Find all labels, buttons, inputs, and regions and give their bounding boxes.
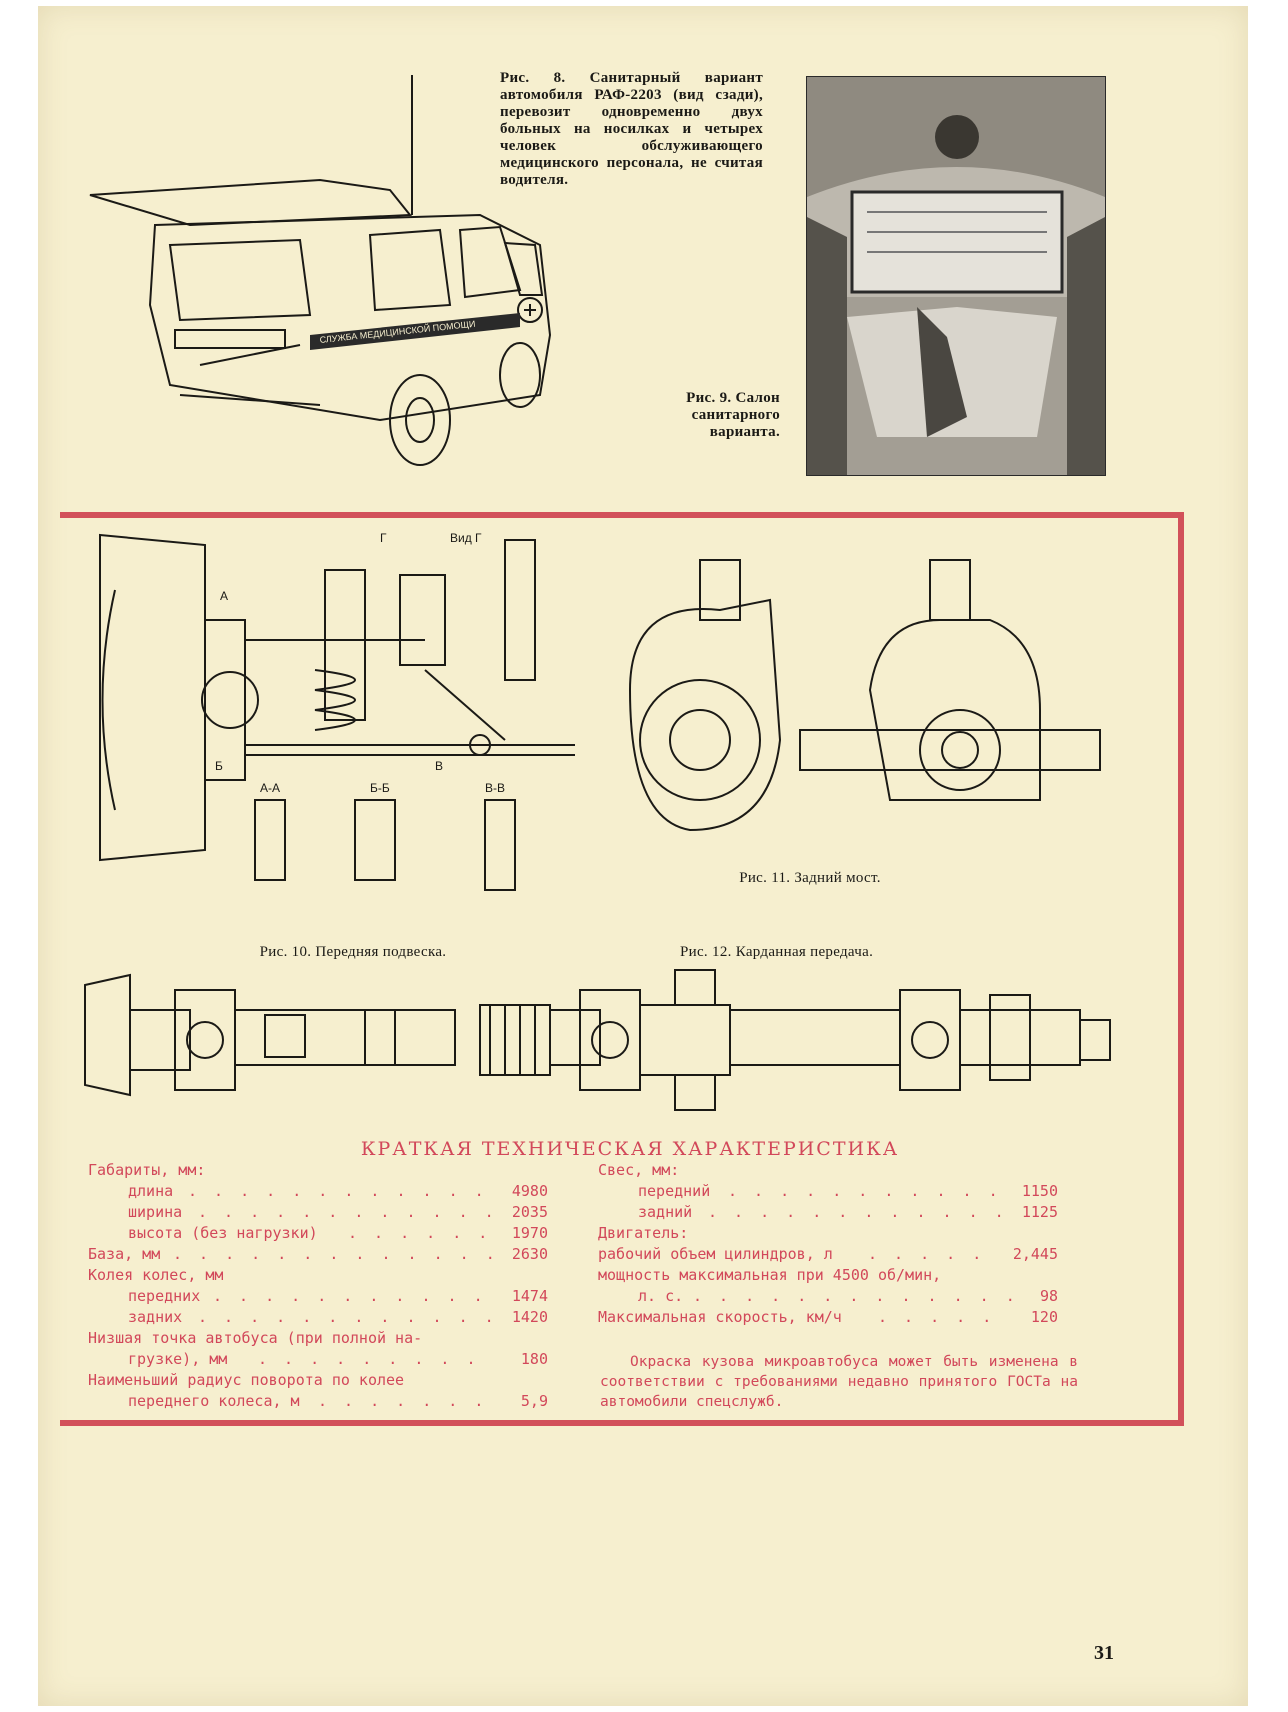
leader-dots: . . . . . . . . . . . .	[318, 1392, 493, 1410]
label-section-bb: Б-Б	[370, 781, 390, 795]
leader-dots: . . . . . . . . . . . . . . . . . .	[258, 1350, 493, 1368]
spec-label: переднего колеса, м	[128, 1392, 300, 1410]
spec-value: 98	[1039, 1287, 1058, 1305]
spec-label: Низшая точка автобуса (при полной на-	[88, 1329, 423, 1347]
leader-dots: . . . . . . . . . .	[348, 1224, 493, 1242]
spec-value: 5,9	[520, 1392, 548, 1410]
spec-row: передний . . . . . . . . . . . . . . . .…	[598, 1181, 1058, 1201]
spec-label: л. с.	[638, 1287, 684, 1305]
leader-dots: . . . . . . . . . . . . . . . . . . . . …	[728, 1182, 1003, 1200]
spec-label: мощность максимальная при 4500 об/мин,	[598, 1266, 942, 1284]
leader-dots: . . . . . . . . . . . . . . . . . . . . …	[188, 1182, 493, 1200]
spec-label: длина	[128, 1182, 174, 1200]
spec-row: Габариты, мм:	[88, 1160, 548, 1180]
spec-label: грузке), мм	[128, 1350, 228, 1368]
spec-label: передний	[638, 1182, 711, 1200]
spec-row: грузке), мм . . . . . . . . . . . . . . …	[88, 1349, 548, 1369]
spec-row: задних . . . . . . . . . . . . . . . . .…	[88, 1307, 548, 1327]
figure-9-caption: Рис. 9. Салон санитарного варианта.	[686, 390, 780, 440]
spec-value: 2630	[511, 1245, 548, 1263]
spec-value: 2,445	[1012, 1245, 1058, 1263]
technical-drawings-frame	[60, 512, 1184, 1426]
spec-row: Низшая точка автобуса (при полной на-	[88, 1328, 548, 1348]
figure-9-photo	[806, 76, 1106, 476]
spec-row: высота (без нагрузки) . . . . . . . . . …	[88, 1223, 548, 1243]
spec-row: л. с. . . . . . . . . . . . . . . . . . …	[598, 1286, 1058, 1306]
rear-axle-drawing	[628, 559, 1101, 832]
spec-value: 2035	[511, 1203, 548, 1221]
spec-label: задних	[128, 1308, 183, 1326]
spec-label: Свес, мм:	[598, 1161, 680, 1179]
spec-label: рабочий объем цилиндров, л	[598, 1245, 833, 1263]
spec-value: 1420	[511, 1308, 548, 1326]
leader-dots: . . . . . . . . . . . . . . . . . . . . …	[198, 1308, 493, 1326]
leader-dots: . . . . . . . . . . . . . . . . . . . . …	[693, 1287, 1018, 1305]
spec-label: Наименьший радиус поворота по колее	[88, 1371, 405, 1389]
label-view-g: Вид Г	[450, 531, 482, 545]
specs-right-column: Свес, мм: передний . . . . . . . . . . .…	[598, 1160, 1058, 1340]
spec-label: Колея колес, мм	[88, 1266, 224, 1284]
label-section-vv: В-В	[485, 781, 505, 795]
figure-8-caption: Рис. 8. Санитарный вариант автомобиля РА…	[500, 70, 763, 188]
specs-title: КРАТКАЯ ТЕХНИЧЕСКАЯ ХАРАКТЕРИСТИКА	[360, 1138, 900, 1160]
spec-value: 1474	[511, 1287, 548, 1305]
label-b: Б	[215, 759, 223, 773]
spec-row: База, мм . . . . . . . . . . . . . . . .…	[88, 1244, 548, 1264]
label-g: Г	[380, 531, 387, 545]
spec-row: Свес, мм:	[598, 1160, 1058, 1180]
leader-dots: . . . . . . . . . . . . . . . . . . . . …	[198, 1203, 493, 1221]
page-number: 31	[1094, 1642, 1114, 1664]
leader-dots: . . . . . . . . . . . . . . . . . . . . …	[213, 1287, 493, 1305]
spec-row: Колея колес, мм	[88, 1265, 548, 1285]
paint-note-paragraph: Окраска кузова микроавтобуса может быть …	[600, 1354, 1078, 1410]
leader-dots: . . . . . . . . . . . . . . . . . . . . …	[708, 1203, 1003, 1221]
spec-row: Максимальная скорость, км/ч . . . . . . …	[598, 1307, 1058, 1327]
spec-value: 180	[520, 1350, 548, 1368]
spec-value: 4980	[511, 1182, 548, 1200]
spec-row: Наименьший радиус поворота по колее	[88, 1370, 548, 1390]
figure-12-caption: Рис. 12. Карданная передача.	[680, 944, 874, 960]
spec-value: 1150	[1021, 1182, 1058, 1200]
spec-value: 120	[1030, 1308, 1058, 1326]
spec-row: переднего колеса, м . . . . . . . . . . …	[88, 1391, 548, 1411]
leader-dots: . . . . . . . . . .	[868, 1245, 998, 1263]
front-suspension-drawing: Вид Г Г А Б В А-А Б-Б В-В	[99, 531, 575, 891]
propeller-shaft-drawing	[84, 969, 1111, 1111]
leader-dots: . . . . . . . . . .	[878, 1308, 1003, 1326]
label-section-aa: А-А	[260, 781, 280, 795]
ambulance-van-illustration: СЛУЖБА МЕДИЦИНСКОЙ ПОМОЩИ	[89, 75, 552, 466]
spec-row: мощность максимальная при 4500 об/мин,	[598, 1265, 1058, 1285]
spec-label: Максимальная скорость, км/ч	[598, 1308, 842, 1326]
spec-label: высота (без нагрузки)	[128, 1224, 318, 1242]
spec-row: задний . . . . . . . . . . . . . . . . .…	[598, 1202, 1058, 1222]
spec-label: задний	[638, 1203, 693, 1221]
spec-row: рабочий объем цилиндров, л . . . . . . .…	[598, 1244, 1058, 1264]
figure-11-caption: Рис. 11. Задний мост.	[739, 870, 881, 886]
label-a: А	[220, 589, 228, 603]
spec-row: ширина . . . . . . . . . . . . . . . . .…	[88, 1202, 548, 1222]
spec-value: 1125	[1021, 1203, 1058, 1221]
spec-label: передних	[128, 1287, 201, 1305]
spec-label: База, мм	[88, 1245, 161, 1263]
spec-row: Двигатель:	[598, 1223, 1058, 1243]
spec-row: передних . . . . . . . . . . . . . . . .…	[88, 1286, 548, 1306]
label-v: В	[435, 759, 443, 773]
spec-value: 1970	[511, 1224, 548, 1242]
leader-dots: . . . . . . . . . . . . . . . . . . . . …	[173, 1245, 493, 1263]
spec-label: ширина	[128, 1203, 183, 1221]
specs-left-column: Габариты, мм: длина . . . . . . . . . . …	[88, 1160, 548, 1410]
ambulance-interior-image	[807, 77, 1105, 475]
spec-row: длина . . . . . . . . . . . . . . . . . …	[88, 1181, 548, 1201]
spec-label: Двигатель:	[598, 1224, 689, 1242]
figure-10-caption: Рис. 10. Передняя подвеска.	[259, 944, 447, 960]
spec-label: Габариты, мм:	[88, 1161, 206, 1179]
